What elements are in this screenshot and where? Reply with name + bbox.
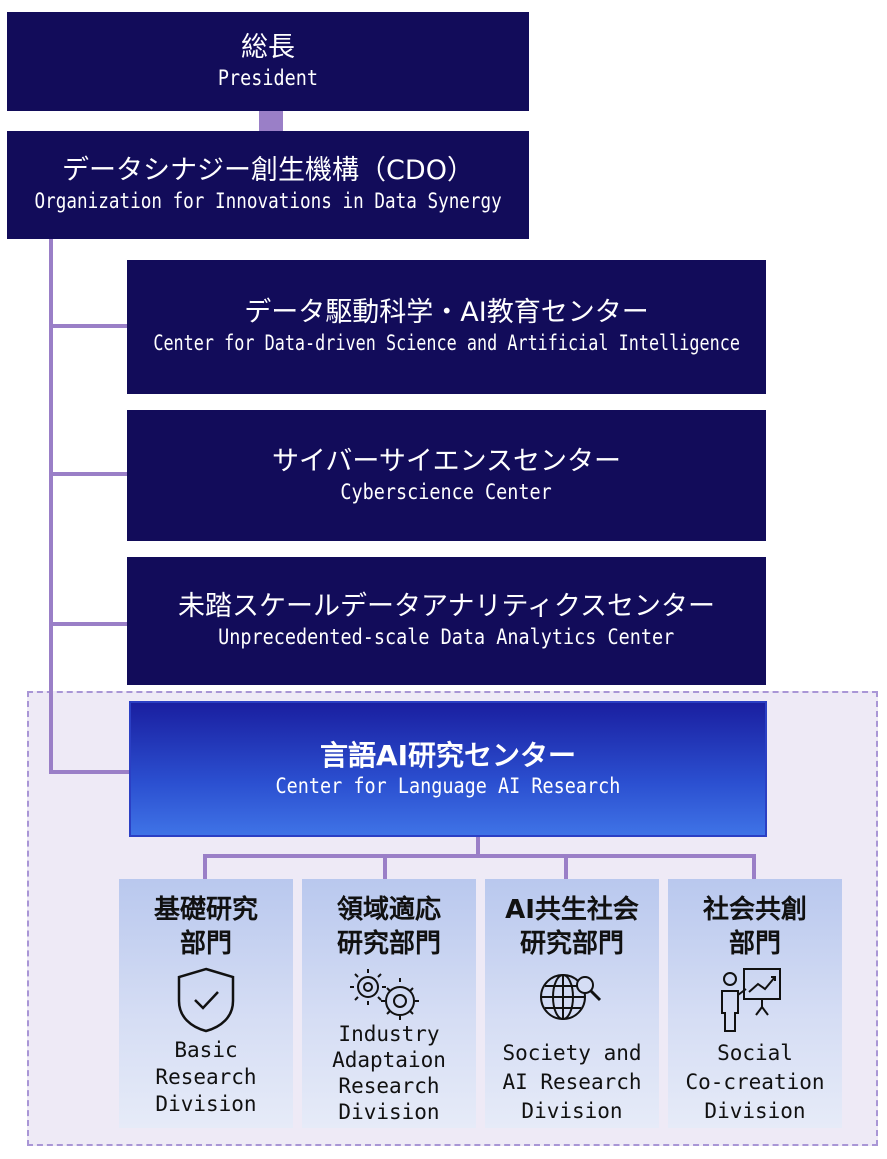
division-title-jp: 社会共創 部門 [702, 895, 807, 959]
connector-div-3 [564, 854, 568, 879]
connector-branch-1 [49, 324, 129, 328]
cdo-title-en: Organization for Innovations in Data Syn… [34, 189, 502, 214]
connector-div-4 [752, 854, 756, 879]
connector-vertical-trunk [49, 238, 53, 774]
center-cyberscience-box: サイバーサイエンスセンター Cyberscience Center [127, 410, 766, 541]
president-box: 総長 President [7, 12, 529, 111]
division-title-en: Society and AI Research Division [502, 1041, 642, 1123]
language-ai-center-box: 言語AI研究センター Center for Language AI Resear… [129, 701, 767, 837]
connector-branch-4 [49, 770, 131, 774]
connector-div-2 [383, 854, 387, 879]
center-title-en: Unprecedented-scale Data Analytics Cente… [218, 625, 675, 650]
cdo-title-jp: データシナジー創生機構（CDO） [62, 155, 474, 187]
center-title-en: Center for Data-driven Science and Artif… [153, 331, 740, 356]
presentation-icon [721, 968, 781, 1032]
center-title-en: Cyberscience Center [340, 479, 553, 504]
center-data-analytics-box: 未踏スケールデータアナリティクスセンター Unprecedented-scale… [127, 557, 766, 685]
connector-div-1 [203, 854, 207, 879]
gears-icon [350, 969, 419, 1020]
division-title-jp: AI共生社会 研究部門 [505, 895, 639, 959]
cdo-box: データシナジー創生機構（CDO） Organization for Innova… [7, 131, 529, 239]
president-title-jp: 総長 [241, 31, 295, 63]
language-center-title-jp: 言語AI研究センター [319, 738, 577, 772]
connector-president-cdo [259, 110, 283, 132]
language-center-title-en: Center for Language AI Research [275, 773, 621, 798]
connector-branch-3 [49, 622, 129, 626]
president-title-en: President [217, 65, 319, 90]
division-title-en: Social Co-creation Division [685, 1041, 825, 1123]
connector-divisions-bar [203, 854, 756, 858]
division-title-en: Basic Research Division [155, 1038, 257, 1116]
connector-lang-down [476, 837, 480, 856]
center-title-jp: 未踏スケールデータアナリティクスセンター [177, 591, 716, 623]
division-basic-research: 基礎研究 部門 Basic Research Division [119, 879, 293, 1128]
division-industry-adaptation: 領域適応 研究部門 Industry Adaptaion Research Di… [302, 879, 476, 1128]
center-title-jp: サイバーサイエンスセンター [271, 445, 622, 477]
connector-branch-2 [49, 472, 129, 476]
division-social-cocreation: 社会共創 部門 Social Co-creation Division [668, 879, 842, 1128]
division-title-jp: 基礎研究 部門 [153, 895, 258, 959]
center-title-jp: データ駆動科学・AI教育センター [244, 297, 649, 329]
division-ai-society: AI共生社会 研究部門 Society and AI Research Divi… [485, 879, 659, 1128]
globe-search-icon [540, 974, 602, 1020]
division-title-en: Industry Adaptaion Research Division [332, 1022, 446, 1124]
division-title-jp: 領域適応 研究部門 [336, 895, 441, 959]
shield-check-icon [177, 967, 235, 1033]
center-data-driven-science-box: データ駆動科学・AI教育センター Center for Data-driven … [127, 260, 766, 394]
